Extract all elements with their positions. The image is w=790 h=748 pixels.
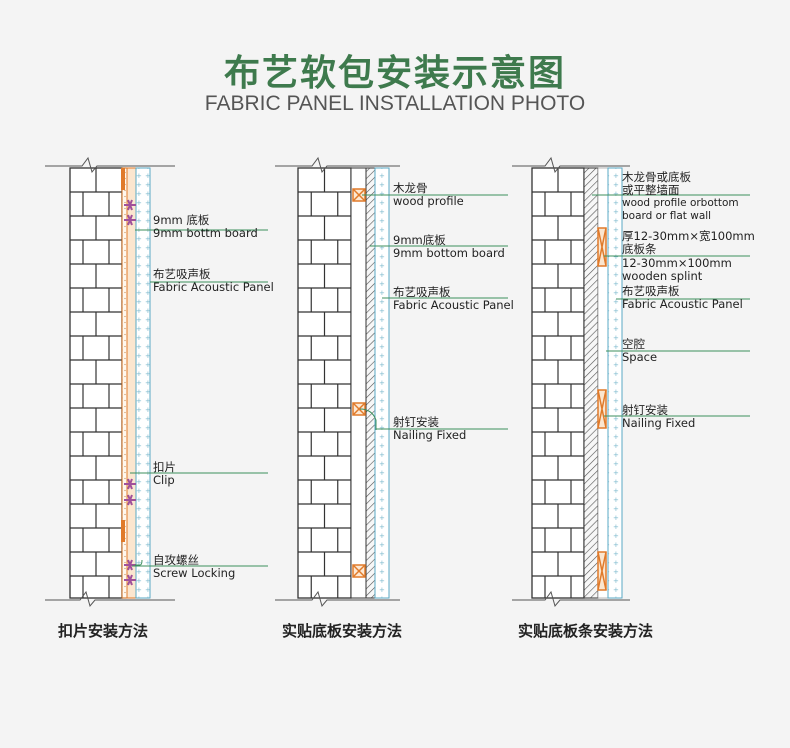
page-subtitle: FABRIC PANEL INSTALLATION PHOTO — [204, 92, 586, 115]
caption-bottom-board-method: 实贴底板安装方法 — [282, 622, 403, 640]
caption-splint-method: 实贴底板条安装方法 — [518, 622, 654, 640]
diagram2-wall — [275, 156, 400, 608]
diagram1-layers — [121, 167, 151, 599]
diagram3-wall — [512, 156, 630, 608]
caption-clip-method: 扣片安装方法 — [58, 622, 149, 640]
diagram1-wall — [45, 156, 175, 608]
diagram3-layers — [583, 167, 623, 599]
diagram2-layers — [350, 167, 390, 599]
diagram2-leaders — [359, 194, 508, 430]
label-wood-profile-or-board: 木龙骨或底板或平整墙面 — [622, 170, 691, 197]
diagram2-wood-blocks — [352, 188, 366, 578]
page-title: 布艺软包安装示意图 — [223, 53, 566, 94]
diagram1-clips — [124, 199, 136, 586]
diagram1-leaders — [130, 229, 268, 567]
diagram3-leaders — [592, 194, 750, 417]
diagram3-splints — [597, 227, 607, 591]
